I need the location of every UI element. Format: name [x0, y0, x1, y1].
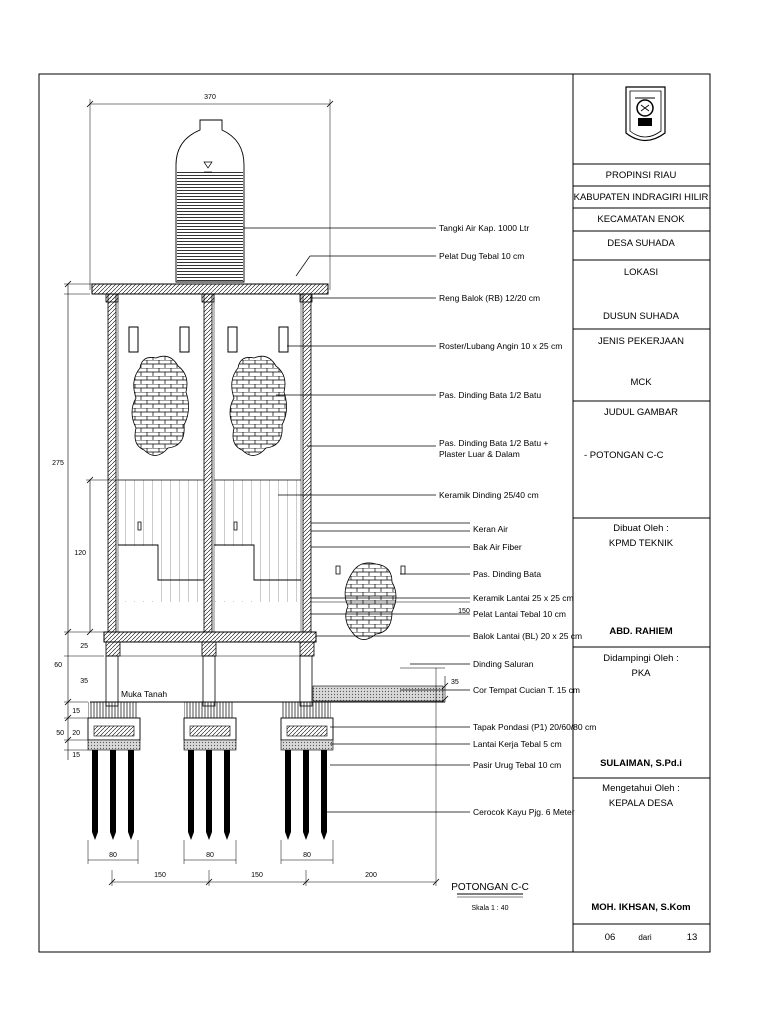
tb-didampingi-value: PKA — [631, 668, 651, 679]
ground: Muka Tanah — [90, 667, 445, 703]
label-dinding-plaster-2: Plaster Luar & Dalam — [439, 449, 520, 459]
label-pelat-lantai: Pelat Lantai Tebal 10 cm — [473, 609, 566, 619]
tb-lokasi-value: DUSUN SUHADA — [603, 311, 680, 322]
section-caption: POTONGAN C-C Skala 1 : 40 — [451, 882, 529, 912]
footings — [87, 702, 334, 751]
brick-patches — [131, 355, 397, 640]
label-tangki: Tangki Air Kap. 1000 Ltr — [439, 223, 529, 233]
label-tapak-pondasi: Tapak Pondasi (P1) 20/60/80 cm — [473, 722, 596, 732]
dim-275-label: 275 — [52, 460, 64, 467]
dim-35-label: 35 — [80, 678, 88, 685]
label-bak-air: Bak Air Fiber — [473, 542, 522, 552]
tb-regency: KABUPATEN INDRAGIRI HILIR — [574, 192, 709, 203]
label-roster: Roster/Lubang Angin 10 x 25 cm — [439, 341, 562, 351]
label-reng-balok: Reng Balok (RB) 12/20 cm — [439, 293, 540, 303]
dim-35-right-label: 35 — [451, 679, 459, 686]
dim-top-width: 370 — [86, 94, 334, 290]
dim-span1-label: 150 — [154, 872, 166, 879]
tb-jenis-value: MCK — [630, 377, 652, 388]
label-lantai-kerja: Lantai Kerja Tebal 5 cm — [473, 739, 562, 749]
dim-span2-label: 150 — [251, 872, 263, 879]
caption-title: POTONGAN C-C — [451, 882, 529, 893]
dim-span3-label: 200 — [365, 872, 377, 879]
label-cor-cucian: Cor Tempat Cucian T. 15 cm — [473, 685, 580, 695]
tb-dibuat-value: KPMD TEKNIK — [609, 538, 674, 549]
dim-50-label: 50 — [56, 730, 64, 737]
tb-district: KECAMATAN ENOK — [597, 214, 685, 225]
label-balok-lantai: Balok Lantai (BL) 20 x 25 cm — [473, 631, 582, 641]
dim-370-label: 370 — [204, 94, 216, 101]
dim-15a-label: 15 — [72, 708, 80, 715]
tb-mengetahui-name: MOH. IKHSAN, S.Kom — [591, 902, 690, 913]
tb-jenis-label: JENIS PEKERJAAN — [598, 336, 684, 347]
label-pasir-urug: Pasir Urug Tebal 10 cm — [473, 760, 561, 770]
dim-150-right-label: 150 — [458, 608, 470, 615]
label-keramik-dinding: Keramik Dinding 25/40 cm — [439, 490, 539, 500]
dim-foot2-label: 80 — [206, 852, 214, 859]
dim-left: 275 120 25 60 35 15 50 20 15 — [52, 280, 118, 760]
label-pelat-dug: Pelat Dug Tebal 10 cm — [439, 251, 524, 261]
tb-village: DESA SUHADA — [607, 238, 675, 249]
tb-didampingi-name: SULAIMAN, S.Pd.i — [600, 758, 682, 769]
title-block: PROPINSI RIAU KABUPATEN INDRAGIRI HILIR … — [573, 86, 710, 943]
tb-sheet-of: dari — [638, 933, 652, 942]
tb-mengetahui-value: KEPALA DESA — [609, 798, 674, 809]
floor-slab — [103, 631, 317, 657]
regency-logo — [625, 86, 666, 142]
label-cerocok: Cerocok Kayu Pjg. 6 Meter — [473, 807, 575, 817]
sheet-border — [38, 73, 711, 953]
label-dinding-plaster-1: Pas. Dinding Bata 1/2 Batu + — [439, 438, 548, 448]
section-drawing: 370 — [52, 94, 596, 912]
vent-openings — [128, 326, 289, 353]
dim-60-label: 60 — [54, 662, 62, 669]
water-tank — [175, 119, 245, 283]
dim-bottom: 80 80 80 150 150 200 — [87, 668, 440, 886]
muka-tanah-label: Muka Tanah — [121, 689, 167, 699]
tb-mengetahui-label: Mengetahui Oleh : — [602, 783, 680, 794]
dim-15b-label: 15 — [72, 752, 80, 759]
tb-didampingi-label: Didampingi Oleh : — [603, 653, 679, 664]
tb-dibuat-label: Dibuat Oleh : — [613, 523, 668, 534]
tb-dibuat-name: ABD. RAHIEM — [609, 626, 672, 637]
label-dinding-saluran: Dinding Saluran — [473, 659, 534, 669]
tb-province: PROPINSI RIAU — [606, 170, 677, 181]
water-tubs — [118, 521, 406, 601]
timber-piles — [92, 750, 327, 840]
tb-lokasi-label: LOKASI — [624, 267, 658, 278]
callout-labels: Tangki Air Kap. 1000 Ltr Pelat Dug Tebal… — [439, 223, 596, 817]
label-keramik-lantai: Keramik Lantai 25 x 25 cm — [473, 593, 574, 603]
dim-foot3-label: 80 — [303, 852, 311, 859]
caption-scale: Skala 1 : 40 — [472, 905, 509, 912]
tb-judul-value: - POTONGAN C-C — [584, 450, 664, 461]
leader-lines — [243, 227, 470, 813]
label-pas-dinding: Pas. Dinding Bata — [473, 569, 541, 579]
dim-120-label: 120 — [74, 550, 86, 557]
dim-25-label: 25 — [80, 643, 88, 650]
tb-sheet-no: 06 — [605, 932, 616, 943]
dim-right: 150 35 — [311, 601, 470, 703]
dim-20-label: 20 — [72, 730, 80, 737]
label-keran-air: Keran Air — [473, 524, 508, 534]
label-dinding-bata: Pas. Dinding Bata 1/2 Batu — [439, 390, 541, 400]
tb-sheet-total: 13 — [687, 932, 698, 943]
dim-foot1-label: 80 — [109, 852, 117, 859]
tb-judul-label: JUDUL GAMBAR — [604, 407, 678, 418]
